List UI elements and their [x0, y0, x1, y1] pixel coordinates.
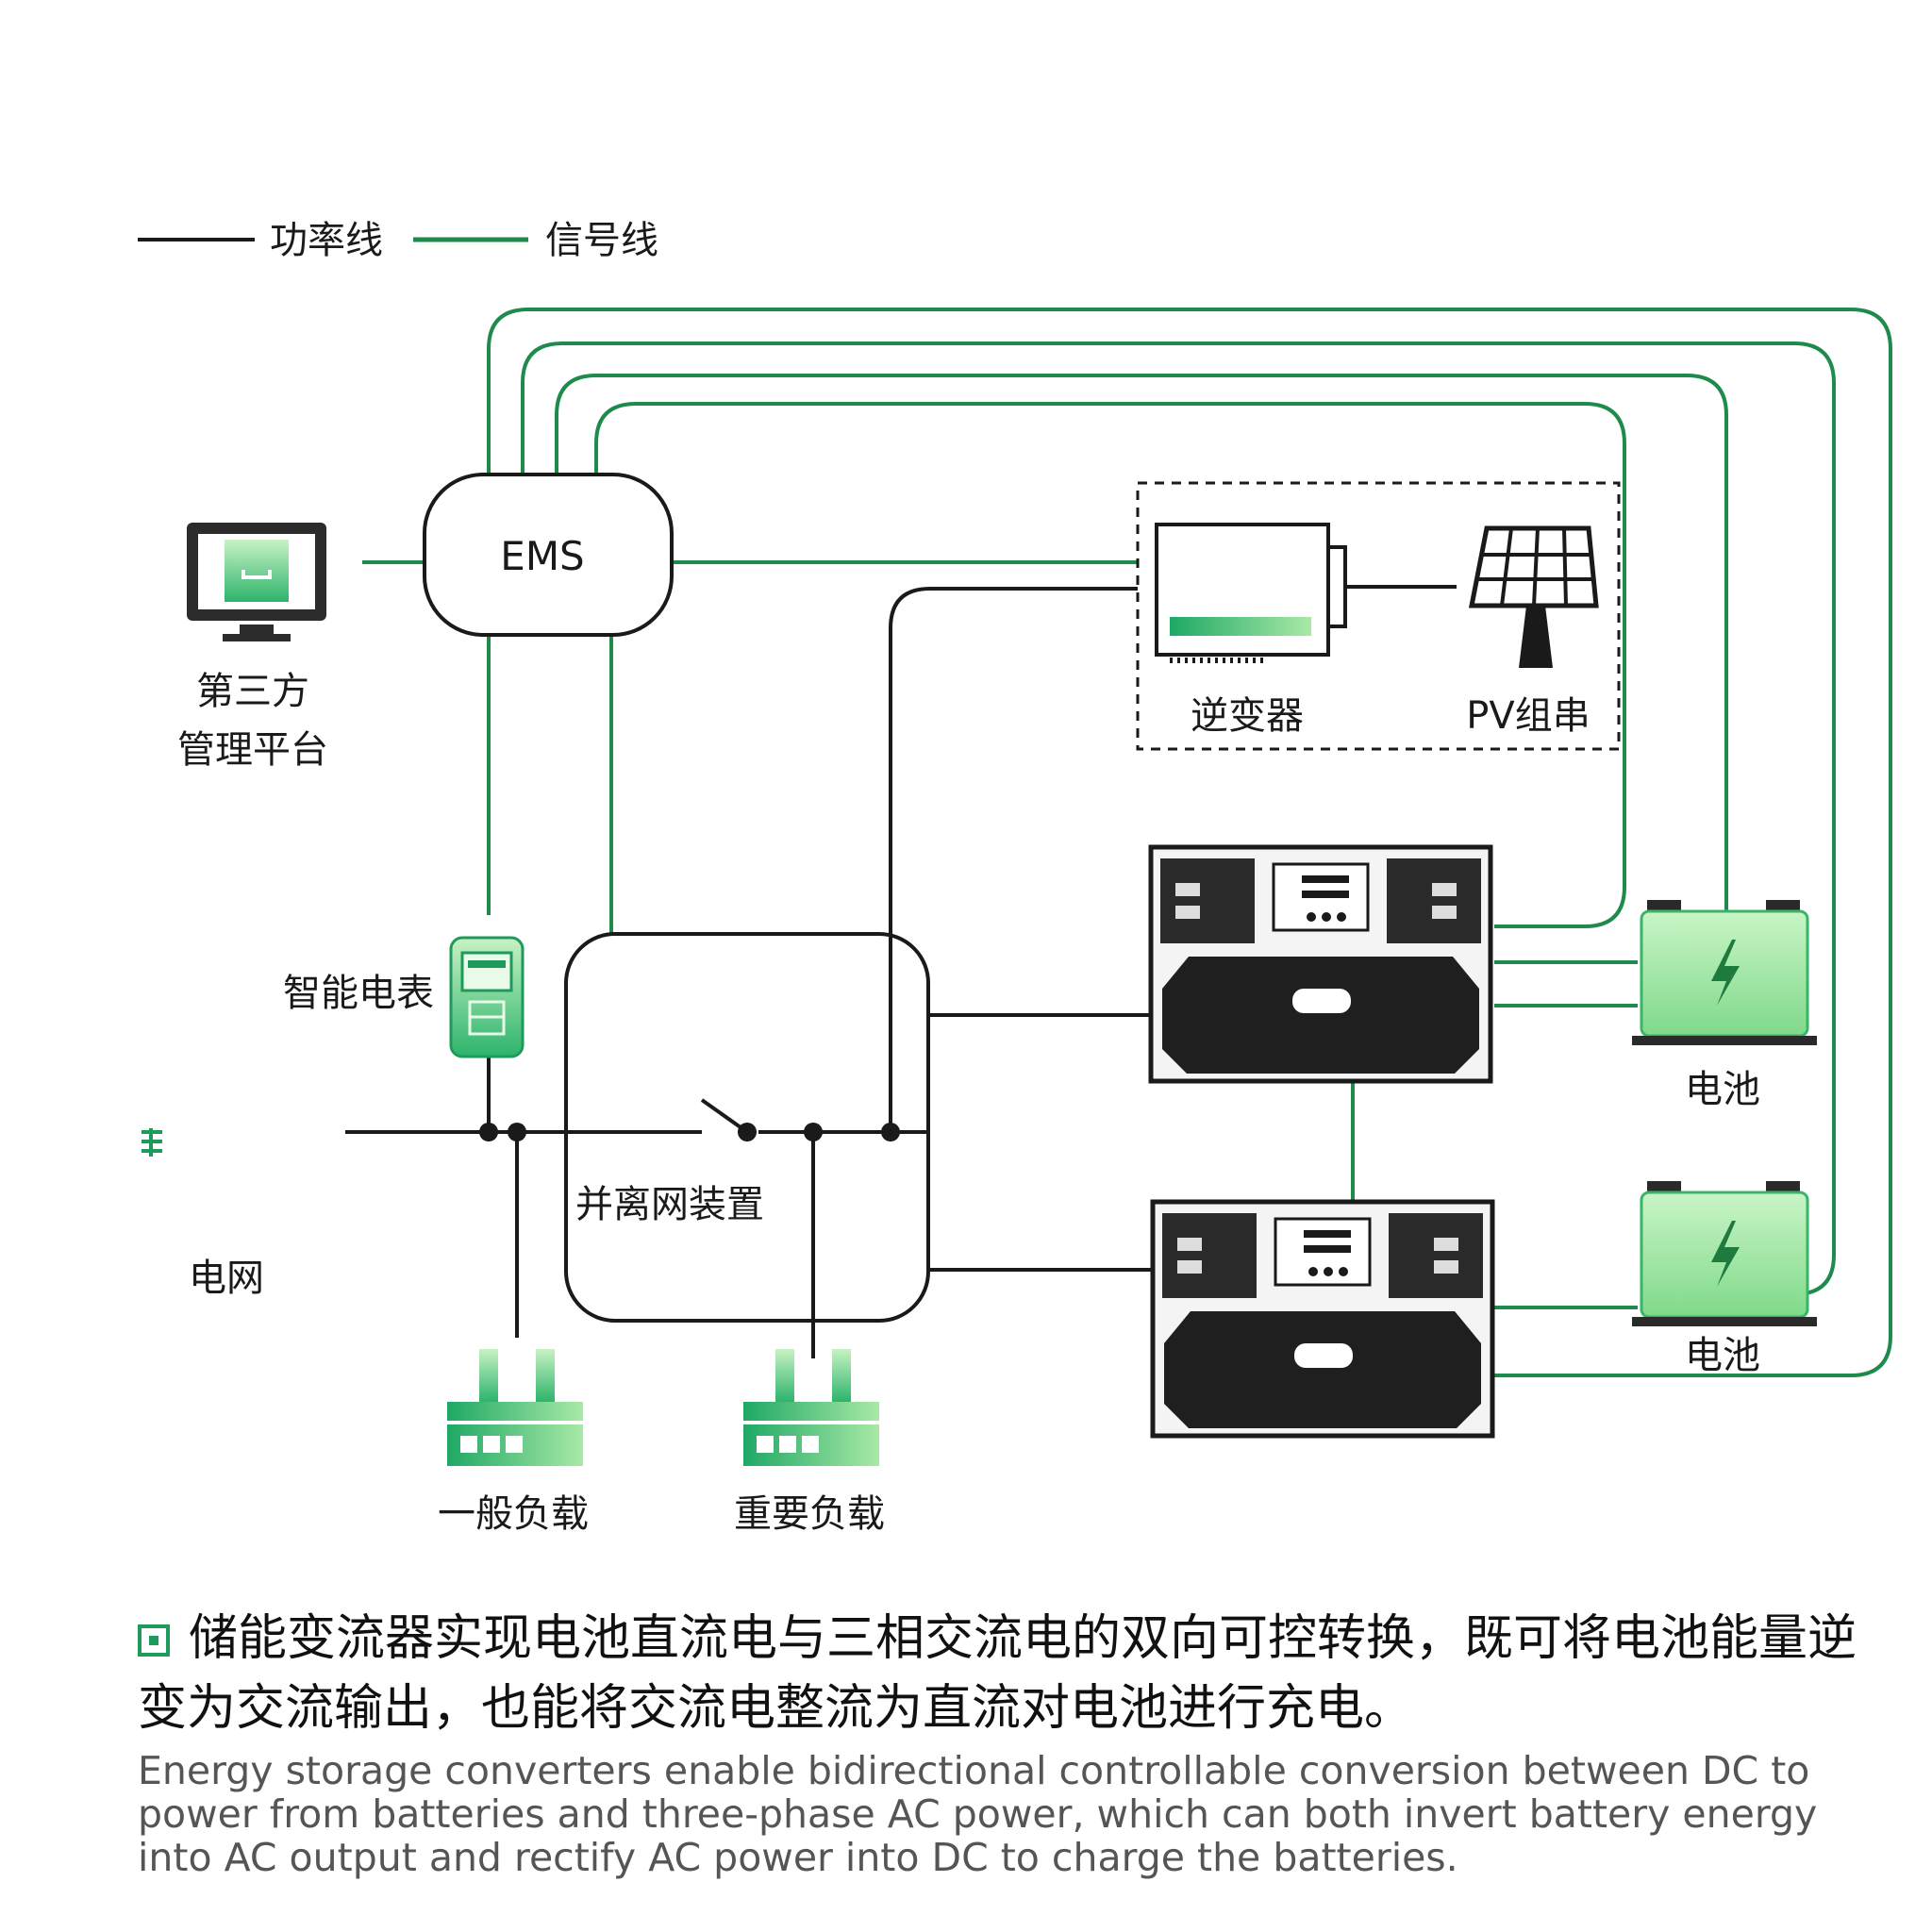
general-load-node: 一般负载 [438, 1349, 589, 1536]
caption: 储能变流器实现电池直流电与三相交流电的双向可控转换，既可将电池能量逆变为交流输出… [138, 1604, 1864, 1879]
battery-2-label: 电池 [1685, 1334, 1760, 1377]
signal-lines [362, 308, 1892, 1377]
signal-ems-bat1-top [555, 374, 1728, 924]
general-load-label: 一般负载 [438, 1492, 589, 1536]
monitor-icon [187, 523, 326, 641]
pcs-cabinet-2 [1150, 1199, 1495, 1439]
smart-meter-icon [449, 936, 525, 1058]
third-party-platform: 第三方 管理平台 [177, 523, 328, 772]
junction-dots [479, 1123, 900, 1141]
smart-meter-label: 智能电表 [283, 972, 434, 1015]
signal-ems-pcs1 [594, 402, 1626, 928]
battery-2-node: 电池 [1632, 1181, 1817, 1377]
pv-inverter-group: 逆变器 PV组串 [1136, 481, 1621, 751]
grid-tower-icon [142, 1128, 162, 1157]
signal-ems-battery2 [487, 308, 1892, 1377]
junction-dot [508, 1123, 526, 1141]
smart-meter-node: 智能电表 [283, 936, 525, 1058]
battery-icon [1632, 1181, 1817, 1326]
solar-panel-icon [1468, 525, 1599, 668]
pcs-cabinet-1 [1148, 844, 1493, 1084]
battery-icon [1632, 900, 1817, 1045]
junction-dot [738, 1123, 757, 1141]
critical-load-node: 重要负载 [734, 1349, 885, 1536]
grid-switch-label: 并离网装置 [575, 1183, 764, 1226]
pv-group-border [1136, 481, 1621, 751]
junction-dot [479, 1123, 498, 1141]
grid-switch-box [564, 932, 930, 1323]
inverter-icon [1155, 523, 1347, 663]
ems-label: EMS [500, 533, 584, 579]
ems-box [423, 473, 674, 637]
grid-switch-node: 并离网装置 [564, 932, 930, 1323]
power-inverter-link [889, 587, 1138, 1132]
legend-power-label: 功率线 [270, 219, 383, 262]
grid-label: 电网 [189, 1257, 264, 1300]
battery-1-label: 电池 [1685, 1068, 1760, 1111]
third-party-label-2: 管理平台 [177, 728, 328, 772]
caption-zh: 储能变流器实现电池直流电与三相交流电的双向可控转换，既可将电池能量逆变为交流输出… [138, 1604, 1864, 1743]
junction-dot [804, 1123, 823, 1141]
junction-dot [881, 1123, 900, 1141]
pcs-cabinet-icon [1148, 844, 1493, 1084]
pv-label: PV组串 [1466, 694, 1590, 738]
third-party-label-1: 第三方 [196, 670, 309, 713]
critical-load-label: 重要负载 [734, 1492, 885, 1536]
battery-1-node: 电池 [1632, 900, 1817, 1111]
pcs-cabinet-icon [1150, 1199, 1495, 1439]
inverter-label: 逆变器 [1191, 694, 1304, 738]
factory-icon [447, 1349, 583, 1466]
square-bullet-icon [138, 1624, 170, 1657]
signal-ems-battery1 [521, 341, 1836, 1296]
legend-signal-label: 信号线 [545, 219, 658, 262]
legend: 功率线 信号线 [138, 219, 658, 262]
caption-zh-text: 储能变流器实现电池直流电与三相交流电的双向可控转换，既可将电池能量逆变为交流输出… [138, 1610, 1857, 1737]
grid-node: 电网 [142, 1128, 264, 1300]
ems-node: EMS [423, 473, 674, 637]
factory-icon [743, 1349, 879, 1466]
caption-en: Energy storage converters enable bidirec… [138, 1748, 1818, 1880]
